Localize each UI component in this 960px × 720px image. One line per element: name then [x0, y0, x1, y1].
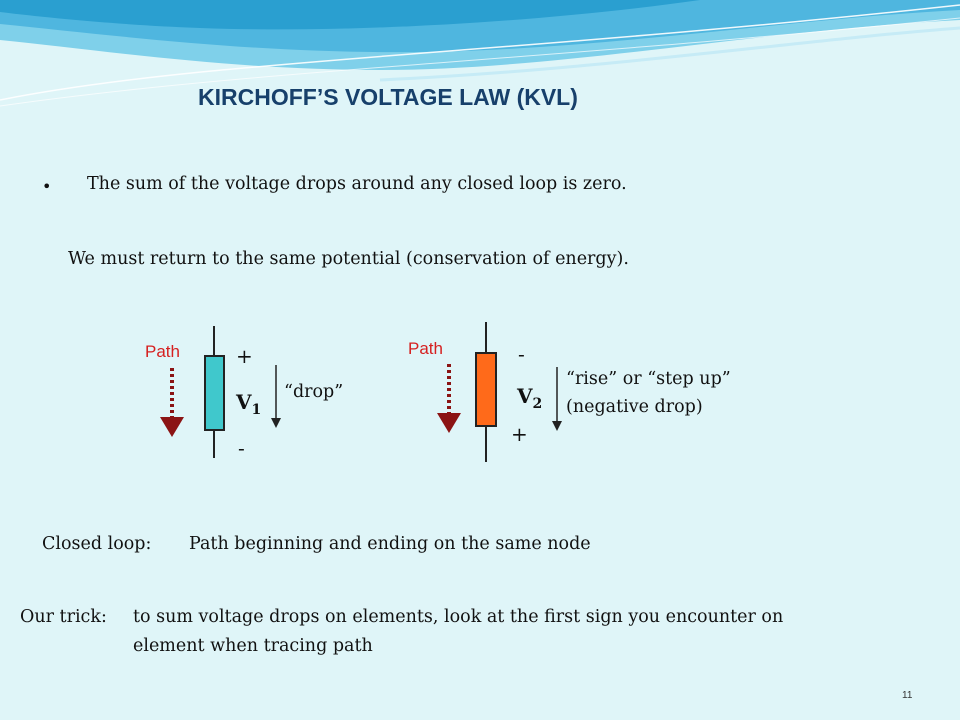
bullet-dot-icon: • — [42, 177, 52, 196]
path-label-left: Path — [145, 342, 180, 361]
drop-annotation: “drop” — [284, 382, 344, 402]
path-arrow-right — [437, 364, 461, 433]
drop-arrow-left — [271, 365, 281, 428]
rise-annotation-line-1: “rise” or “step up” — [566, 369, 731, 389]
header-wave-decoration — [0, 0, 960, 107]
trick-line-1: to sum voltage drops on elements, look a… — [133, 607, 784, 627]
closed-loop-definition: Path beginning and ending on the same no… — [189, 534, 591, 554]
page-number: 11 — [902, 690, 913, 701]
rise-annotation-line-2: (negative drop) — [566, 397, 703, 417]
voltage-label-v1: V1 — [236, 390, 262, 418]
trick-line-2: element when tracing path — [133, 636, 373, 656]
closed-loop-label: Closed loop: — [42, 534, 152, 554]
rise-arrow-right — [552, 367, 562, 431]
kvl-statement: The sum of the voltage drops around any … — [87, 174, 627, 194]
polarity-plus-v2: + — [511, 422, 528, 446]
polarity-minus-v2: - — [518, 342, 525, 366]
path-arrow-left — [160, 368, 184, 437]
polarity-minus-v1: - — [238, 436, 245, 460]
kvl-explanation: We must return to the same potential (co… — [68, 249, 629, 269]
voltage-label-v2: V2 — [517, 384, 543, 412]
element-v1 — [204, 326, 225, 458]
path-label-right: Path — [408, 339, 443, 358]
polarity-plus-v1: + — [236, 344, 253, 368]
slide-title: KIRCHOFF’S VOLTAGE LAW (KVL) — [198, 84, 578, 110]
trick-label: Our trick: — [20, 607, 107, 627]
element-v2 — [475, 322, 497, 462]
